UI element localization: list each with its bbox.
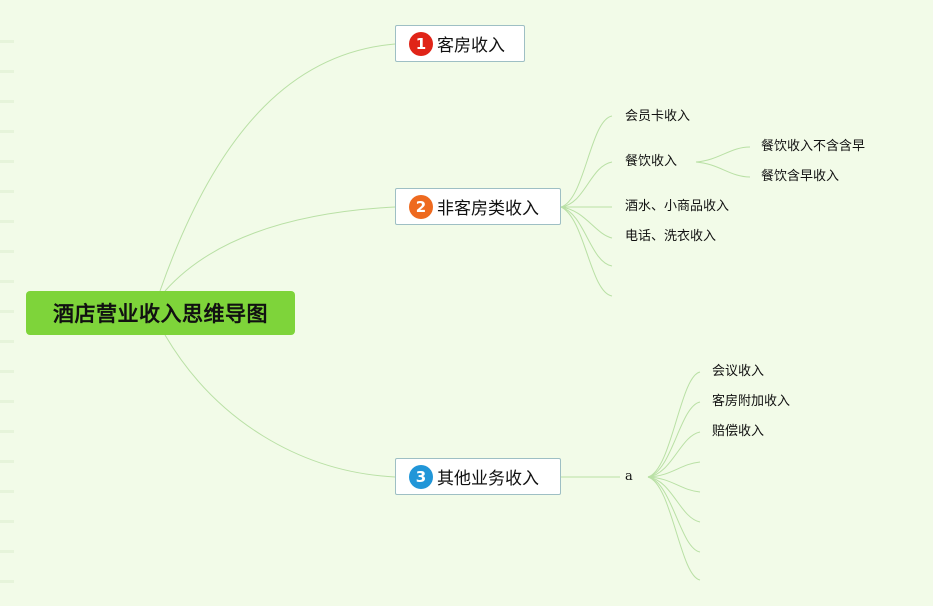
connector-nonroom-1 xyxy=(560,115,613,208)
priority-2-icon: 2 xyxy=(409,194,433,219)
connector-a-3 xyxy=(647,431,701,478)
root-label: 酒店营业收入思维导图 xyxy=(53,302,268,326)
connector-catering-1 xyxy=(695,146,751,163)
leaf-drinks-goods[interactable]: 酒水、小商品收入 xyxy=(625,199,730,214)
connector-a-5 xyxy=(647,476,701,493)
connector-root-branch-3 xyxy=(164,334,396,478)
leaf-phone-laundry[interactable]: 电话、洗衣收入 xyxy=(625,229,717,244)
connector-nonroom-6 xyxy=(560,206,613,297)
connector-root-branch-2 xyxy=(164,206,396,292)
connector-nonroom-4 xyxy=(560,206,613,239)
connector-nonroom-5 xyxy=(560,206,613,267)
connector-a-7 xyxy=(647,476,701,553)
connector-a-8 xyxy=(647,476,701,581)
leaf-catering-with-breakfast[interactable]: 餐饮含早收入 xyxy=(761,169,840,184)
branch-other-revenue[interactable]: 3 其他业务收入 xyxy=(395,458,561,495)
connector-catering-2 xyxy=(695,161,751,178)
branch-room-revenue[interactable]: 1 客房收入 xyxy=(395,25,525,62)
root-node[interactable]: 酒店营业收入思维导图 xyxy=(26,291,295,335)
branch-label: 客房收入 xyxy=(437,36,505,56)
leaf-catering-no-breakfast[interactable]: 餐饮收入不含含早 xyxy=(761,139,866,154)
connector-nonroom-2 xyxy=(560,161,613,208)
left-edge-marks xyxy=(0,0,14,606)
connector-a-4 xyxy=(647,461,701,478)
connector-a-6 xyxy=(647,476,701,523)
branch-label: 其他业务收入 xyxy=(437,469,539,489)
branch-label: 非客房类收入 xyxy=(437,199,539,219)
connector-root-branch-1 xyxy=(159,43,396,292)
connector-a-1 xyxy=(647,371,701,478)
branch-non-room-revenue[interactable]: 2 非客房类收入 xyxy=(395,188,561,225)
priority-3-icon: 3 xyxy=(409,464,433,489)
priority-1-icon: 1 xyxy=(409,31,433,56)
node-a[interactable]: a xyxy=(625,469,633,484)
leaf-conference[interactable]: 会议收入 xyxy=(712,364,765,379)
leaf-compensation[interactable]: 赔偿收入 xyxy=(712,424,765,439)
connector-a-2 xyxy=(647,401,701,478)
leaf-room-extra[interactable]: 客房附加收入 xyxy=(712,394,791,409)
leaf-catering[interactable]: 餐饮收入 xyxy=(625,154,678,169)
leaf-membership-card[interactable]: 会员卡收入 xyxy=(625,109,691,124)
